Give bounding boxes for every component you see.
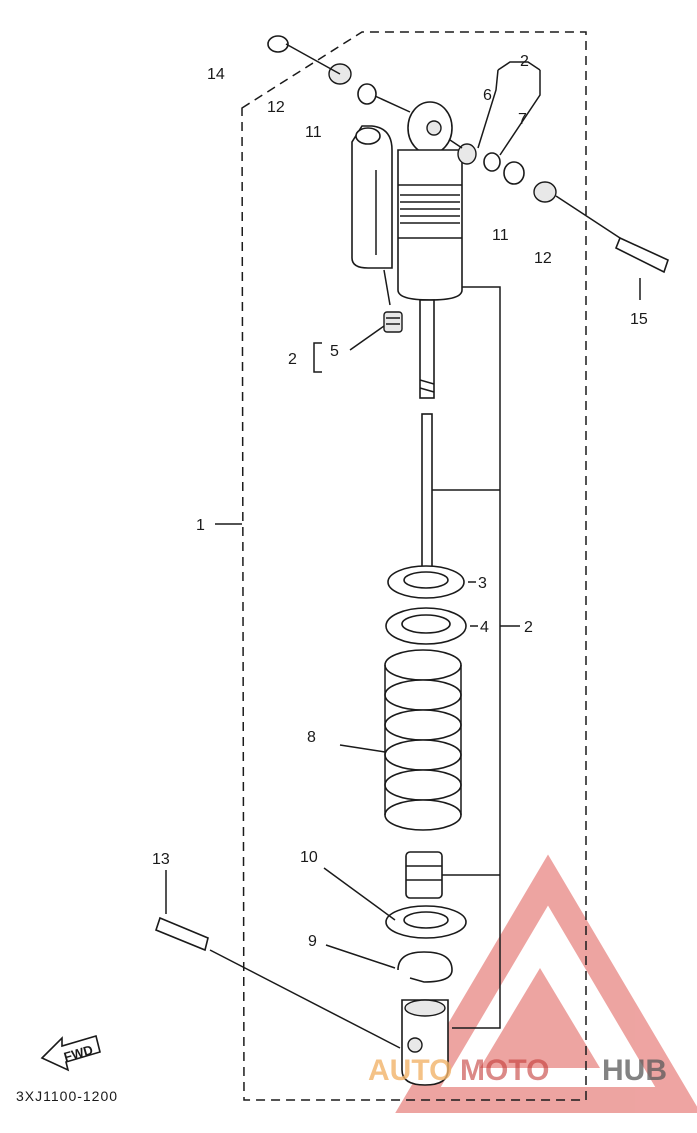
leader-lines	[165, 61, 641, 969]
lower-components	[385, 851, 467, 983]
top-mount-hardware	[267, 35, 669, 274]
callout-4: 4	[480, 619, 489, 636]
callout-13: 13	[152, 851, 170, 868]
callout-8: 8	[307, 729, 316, 746]
callout-1: 1	[196, 517, 205, 534]
lower-clevis	[401, 999, 449, 1086]
diagram-code: 3XJ1100-1200	[16, 1088, 118, 1104]
callout-2-right: 2	[524, 619, 533, 636]
part-6-bearing	[457, 143, 477, 165]
callout-12-right: 12	[534, 250, 552, 267]
fwd-arrow-icon: FWD	[40, 1034, 101, 1072]
callout-5: 5	[330, 343, 339, 360]
damper-rod	[421, 413, 433, 575]
callout-11-right: 11	[492, 227, 509, 244]
callout-6: 6	[483, 87, 492, 104]
part-14-nut	[267, 35, 289, 53]
shock-body	[397, 101, 463, 399]
callout-7: 7	[518, 111, 527, 128]
callout-3: 3	[478, 575, 487, 592]
watermark-text: AUTO MOTO HUB	[368, 1054, 667, 1087]
callout-9: 9	[308, 933, 317, 950]
part-9-clip	[397, 951, 453, 983]
watermark-auto: AUTO	[368, 1054, 452, 1087]
callout-15: 15	[630, 311, 648, 328]
assembly-outline	[241, 31, 587, 1101]
part-11-bushing-left	[357, 83, 377, 105]
watermark-moto: MOTO	[460, 1054, 549, 1087]
part-7-seal	[483, 152, 501, 172]
callout-2-left: 2	[288, 351, 297, 368]
watermark-hub: HUB	[602, 1054, 667, 1087]
part-15-bolt	[614, 236, 669, 274]
adjuster-rings	[385, 565, 467, 645]
group-bracket-lines	[215, 286, 520, 1029]
part-13-bolt	[155, 916, 401, 1049]
callout-2-top: 2	[520, 53, 529, 70]
part-12-washer-right	[533, 181, 557, 203]
part-11-bushing-right	[503, 161, 525, 185]
callout-11-left: 11	[305, 124, 322, 141]
reservoir	[351, 125, 393, 306]
callout-numbers: 14 12 11 2 6 7 11 12 15 2 5 1 3 4 2 8 10…	[152, 53, 648, 950]
callout-10: 10	[300, 849, 318, 866]
part-8-spring	[384, 649, 462, 831]
callout-14: 14	[207, 66, 225, 83]
part-5-valve	[383, 311, 403, 333]
callout-12-left: 12	[267, 99, 285, 116]
bump-stop	[405, 851, 443, 899]
